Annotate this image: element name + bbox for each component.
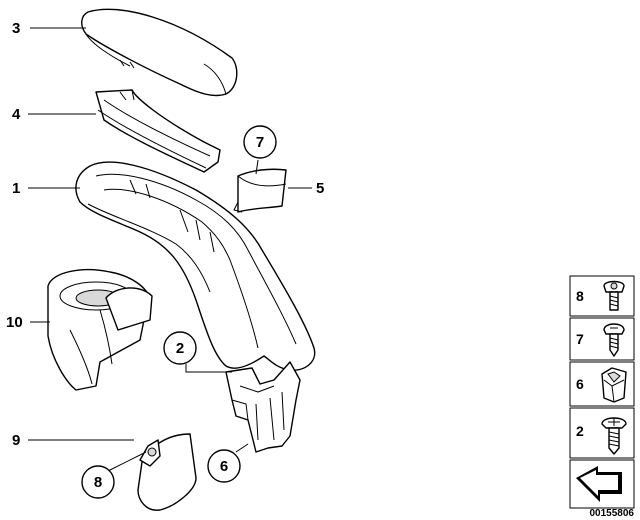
label-9: 9: [12, 432, 20, 449]
screw-icon: [601, 417, 627, 455]
legend-item-2-number: 2: [576, 423, 584, 439]
small-cover: [233, 168, 287, 213]
storage-tray: [95, 89, 221, 173]
label-3: 3: [12, 20, 20, 37]
leader-6: [235, 443, 249, 453]
hinge-bracket: [225, 361, 301, 453]
armrest-lid: [81, 8, 238, 97]
screw-icon: [603, 280, 625, 311]
callout-7-label: 7: [256, 134, 264, 151]
legend-item-7-number: 7: [576, 331, 584, 347]
callout-2-label: 2: [176, 340, 184, 357]
label-5: 5: [316, 180, 324, 197]
label-10: 10: [6, 314, 23, 331]
callout-2: 2: [163, 331, 197, 365]
callout-6: 6: [207, 449, 241, 483]
nut-icon: [601, 367, 627, 403]
trim-cover: [137, 433, 197, 511]
diagram-reference-number: 00155806: [590, 508, 635, 519]
label-4: 4: [12, 106, 21, 123]
fastener-legend: 8 7 6 2: [569, 275, 635, 509]
cup-holder: [47, 269, 153, 391]
callout-6-label: 6: [220, 458, 228, 475]
label-1: 1: [12, 180, 20, 197]
callout-8: 8: [81, 465, 115, 499]
arrow-icon: [576, 466, 622, 502]
legend-item-6-number: 6: [576, 376, 584, 392]
legend-item-8-number: 8: [576, 288, 584, 304]
leader-8: [105, 451, 147, 473]
callout-8-label: 8: [94, 474, 102, 491]
leader-7: [255, 159, 259, 175]
leader-2: [185, 364, 232, 373]
callout-7: 7: [243, 125, 277, 159]
screw-icon: [603, 323, 625, 357]
